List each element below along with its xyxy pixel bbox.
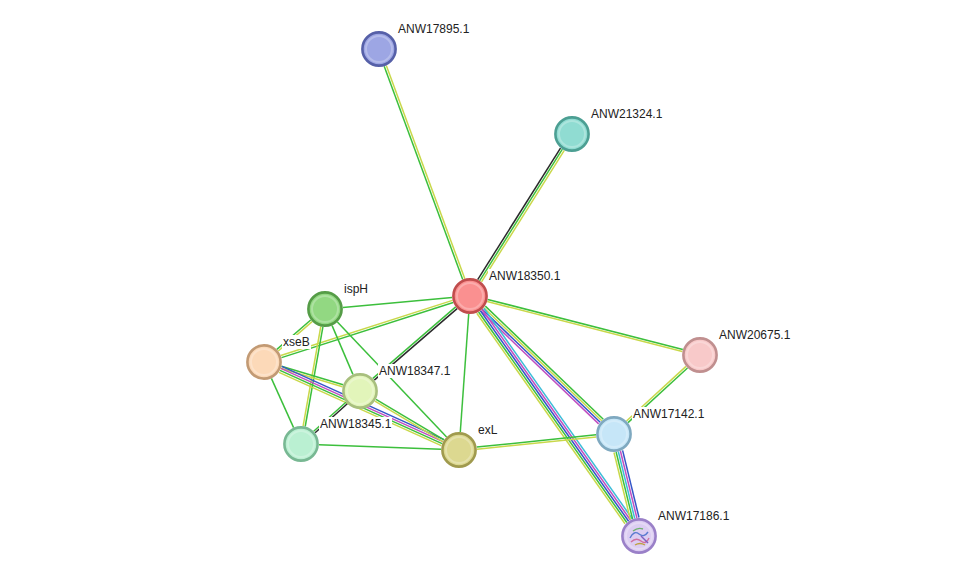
protein-node: ANW18350.1 bbox=[452, 278, 488, 314]
protein-node: ispH bbox=[307, 291, 343, 327]
node-label: ANW17895.1 bbox=[397, 22, 470, 36]
interaction-edge bbox=[271, 378, 293, 427]
protein-node: exL bbox=[441, 432, 477, 468]
node-label: ANW18350.1 bbox=[488, 269, 561, 283]
interaction-edge bbox=[384, 66, 465, 280]
interaction-edge bbox=[614, 450, 639, 519]
interaction-edge bbox=[281, 366, 343, 387]
node-circle bbox=[361, 31, 397, 67]
interaction-edge bbox=[332, 326, 353, 375]
node-label: ANW17186.1 bbox=[657, 509, 730, 523]
protein-node: ANW17142.1 bbox=[596, 416, 632, 452]
node-circle bbox=[283, 426, 319, 462]
protein-node: ANW18347.1 bbox=[342, 373, 378, 409]
node-label: exL bbox=[477, 423, 498, 437]
protein-node: ANW17895.1 bbox=[361, 31, 397, 67]
node-label: xseB bbox=[282, 335, 311, 349]
interaction-edge bbox=[478, 148, 565, 282]
protein-node: ANW17186.1 bbox=[621, 518, 657, 554]
node-label: ANW17142.1 bbox=[632, 407, 705, 421]
node-circle bbox=[452, 278, 488, 314]
node-label: ANW18347.1 bbox=[378, 364, 451, 378]
interaction-edge bbox=[487, 299, 683, 351]
protein-node: xseB bbox=[246, 344, 282, 380]
protein-node: ANW18345.1 bbox=[283, 426, 319, 462]
protein-node: ANW20675.1 bbox=[682, 337, 718, 373]
node-label: ANW21324.1 bbox=[590, 107, 663, 121]
node-label: ispH bbox=[343, 282, 369, 296]
interaction-edge bbox=[373, 307, 457, 380]
node-label: ANW20675.1 bbox=[718, 328, 791, 342]
node-circle bbox=[246, 344, 282, 380]
node-circle bbox=[621, 518, 657, 554]
protein-node: ANW21324.1 bbox=[554, 116, 590, 152]
interaction-edge bbox=[319, 445, 441, 450]
node-circle bbox=[596, 416, 632, 452]
interaction-edge bbox=[281, 300, 453, 357]
node-circle bbox=[342, 373, 378, 409]
interaction-edge bbox=[477, 308, 632, 524]
node-circle bbox=[441, 432, 477, 468]
node-circle bbox=[682, 337, 718, 373]
interaction-edge bbox=[277, 320, 312, 351]
interaction-edge bbox=[460, 314, 468, 432]
node-circle bbox=[307, 291, 343, 327]
node-label: ANW18345.1 bbox=[319, 417, 392, 431]
node-circle bbox=[554, 116, 590, 152]
